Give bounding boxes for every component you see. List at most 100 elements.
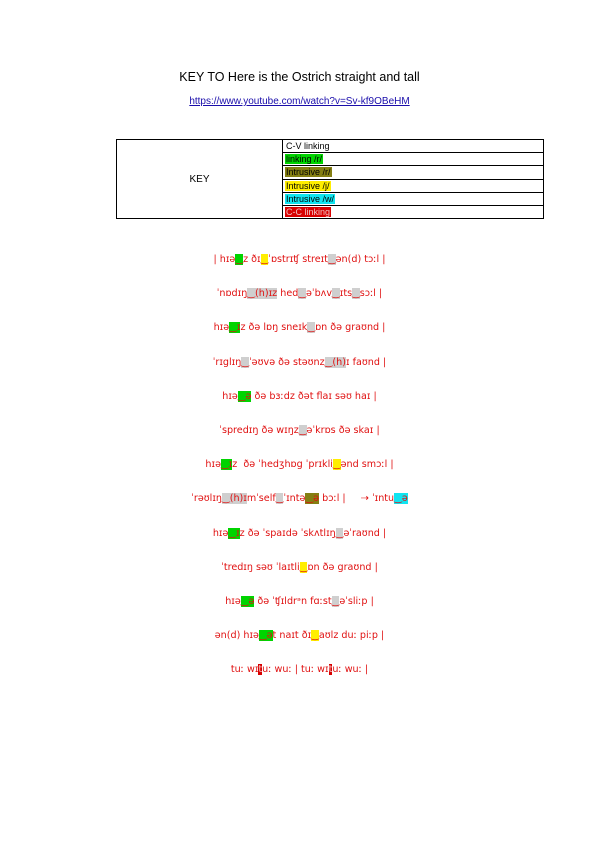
- phonetic-text: ˈnɒdɪŋ: [216, 288, 248, 300]
- line-separator: |: [376, 424, 380, 436]
- phonetic-text: z ðə lɒŋ sneɪk: [240, 322, 308, 334]
- key-row-label: linking /r/: [285, 154, 324, 165]
- phonetic-text: ˈtredɪŋ səʊ ˈlaɪtli: [221, 561, 300, 573]
- line-separator: |: [374, 561, 378, 573]
- phonetic-text: ɪts: [339, 288, 353, 300]
- phonetic-text: ˈspredɪŋ ðə wɪŋz: [219, 424, 299, 436]
- linking-highlight: ‿: [260, 254, 269, 265]
- line-separator: |: [379, 288, 383, 300]
- linking-highlight: ‿ə: [258, 630, 273, 642]
- transcription-line: hɪə‿ɪz ðə ˈspaɪdə ˈskʌtlɪŋ‿əˈraʊnd |: [0, 527, 599, 562]
- transcription-line: ˈspredɪŋ ðə wɪŋz‿əˈkrɒs ðə skaɪ |: [0, 424, 599, 459]
- linking-highlight: ‿ə: [394, 493, 408, 505]
- key-row-label: C-V linking: [286, 141, 330, 151]
- key-row-label: Intrusive /r/: [285, 167, 332, 178]
- transcription-line: tuː wɪtuː wuː | tuː wɪtuː wuː |: [0, 664, 599, 698]
- phonetic-text: ˈɒstrɪʧ streɪt: [268, 254, 328, 265]
- line-separator: |: [382, 527, 387, 539]
- phonetic-text: ðə bɜːdz ðət flaɪ səʊ haɪ: [251, 390, 374, 402]
- linking-highlight: t: [258, 664, 263, 676]
- phonetic-text: z ðə ˈspaɪdə ˈskʌtlɪŋ: [239, 527, 336, 539]
- phonetic-text: ðə ˈʧɪldrᵊn fɑːst: [254, 595, 332, 607]
- linking-highlight: ‿: [332, 288, 340, 300]
- linking-highlight: ‿ə: [240, 595, 255, 607]
- phonetic-text: əˈbʌv: [306, 288, 333, 300]
- phonetic-text: ɒn ðə graʊnd: [307, 561, 375, 573]
- phonetic-text: əˈraʊnd: [343, 527, 383, 539]
- linking-highlight: ‿: [327, 254, 336, 265]
- key-row: C-V linking: [283, 140, 543, 154]
- line-separator: |: [213, 254, 217, 265]
- phonetic-text: bɔːl: [319, 493, 343, 505]
- key-row: linking /r/: [283, 153, 543, 167]
- linking-highlight: ‿: [275, 493, 284, 505]
- phonetic-text: z ðə ˈhedʒhɒg ˈprɪkli: [232, 459, 333, 471]
- key-row: C-C linking: [283, 206, 543, 218]
- linking-highlight: ‿: [298, 288, 307, 300]
- transcription-line: hɪə‿ə ðə ˈʧɪldrᵊn fɑːst‿əˈsliːp |: [0, 595, 599, 630]
- linking-highlight: ‿(h)ɪ: [221, 493, 247, 505]
- phonetic-text: ˈəʊvə ðə stəʊnz: [249, 356, 325, 368]
- line-separator: |: [382, 356, 387, 368]
- transcription-line: hɪə‿ə ðə bɜːdz ðət flaɪ səʊ haɪ |: [0, 390, 599, 425]
- phonetic-text: sɔːl: [359, 288, 380, 300]
- phonetic-text: ⇢ ˈɪntu: [345, 493, 395, 505]
- linking-highlight: ‿: [352, 288, 360, 300]
- phonetic-text: ˈɪntə: [283, 493, 306, 505]
- phonetic-text: ɪ faʊnd: [345, 356, 383, 368]
- transcription-line: ˈrɪglɪŋ‿ˈəʊvə ðə stəʊnz‿(h)ɪ faʊnd |: [0, 356, 599, 391]
- line-separator: |: [382, 322, 386, 334]
- linking-highlight: ‿: [307, 322, 316, 334]
- linking-highlight: ‿: [335, 527, 344, 539]
- linking-highlight: ‿ɪ: [220, 459, 233, 471]
- line-separator: |: [382, 254, 386, 265]
- linking-highlight: ‿ɪ: [228, 527, 240, 539]
- key-table: KEY C-V linking linking /r/Intrusive /r/I…: [116, 139, 544, 219]
- transcription-line: hɪə‿ɪz ðə lɒŋ sneɪk‿ɒn ðə graʊnd |: [0, 322, 599, 356]
- linking-highlight: t: [328, 664, 333, 676]
- linking-highlight: ‿ə: [305, 493, 320, 505]
- linking-highlight: ‿(h)ɪz: [247, 288, 278, 300]
- phonetic-text: uː wuː: [262, 664, 295, 676]
- phonetic-text: t naɪt ðɪ: [272, 630, 312, 642]
- phonetic-text: əˈsliːp: [339, 595, 371, 607]
- phonetic-text: ˈrɪglɪŋ: [212, 356, 242, 368]
- linking-highlight: ‿: [299, 561, 308, 573]
- phonetic-text: z ðɪ: [243, 254, 261, 265]
- linking-highlight: ‿: [332, 459, 341, 471]
- phonetic-text: ɒn ðə graʊnd: [315, 322, 383, 334]
- linking-highlight: ‿: [311, 630, 319, 642]
- linking-highlight: ‿ɪ: [229, 322, 241, 334]
- phonetic-text: hɪə: [213, 322, 230, 334]
- transcription-line: ˈtredɪŋ səʊ ˈlaɪtli‿ɒn ðə graʊnd |: [0, 561, 599, 596]
- line-separator: |: [381, 630, 385, 642]
- phonetic-text: hɪə: [205, 459, 221, 471]
- linking-highlight: ‿: [235, 254, 244, 265]
- linking-highlight: ‿(h): [324, 356, 346, 368]
- phonetic-text: tuː wɪ: [230, 664, 259, 676]
- phonetic-text: ˈrəʊlɪŋ: [191, 493, 222, 505]
- transcription-line: ən(d) hɪə‿ət naɪt ðɪ‿aʊlz duː piːp |: [0, 630, 599, 664]
- linking-highlight: ‿ə: [237, 390, 252, 402]
- phonetic-text: tuː wɪ: [297, 664, 329, 676]
- transcription-lines: | hɪə‿z ðɪ‿ˈɒstrɪʧ streɪt‿ən(d) tɔːl |ˈn…: [0, 254, 599, 698]
- key-row: Intrusive /r/: [283, 166, 543, 180]
- line-separator: |: [373, 390, 377, 402]
- phonetic-text: əˈkrɒs ðə skaɪ: [306, 424, 377, 436]
- line-separator: |: [342, 493, 346, 505]
- key-row-label: Intrusive /w/: [285, 193, 336, 204]
- video-link[interactable]: https://www.youtube.com/watch?v=Sv-kf9OB…: [189, 96, 410, 107]
- page-title: KEY TO Here is the Ostrich straight and …: [179, 70, 420, 84]
- phonetic-text: uː wuː: [332, 664, 365, 676]
- linking-highlight: ‿: [298, 424, 307, 436]
- key-label: KEY: [117, 140, 283, 218]
- phonetic-text: hɪə: [225, 595, 241, 607]
- phonetic-text: ən(d) tɔːl: [335, 254, 383, 265]
- phonetic-text: ən(d) hɪə: [214, 630, 259, 642]
- line-separator: |: [294, 664, 298, 676]
- line-separator: |: [370, 595, 374, 607]
- linking-highlight: ‿: [241, 356, 250, 368]
- transcription-line: ˈrəʊlɪŋ‿(h)ɪmˈself‿ˈɪntə‿ə bɔːl | ⇢ ˈɪnt…: [0, 493, 599, 527]
- key-row: Intrusive /w/: [283, 193, 543, 206]
- key-row: Intrusive /j/: [283, 180, 543, 193]
